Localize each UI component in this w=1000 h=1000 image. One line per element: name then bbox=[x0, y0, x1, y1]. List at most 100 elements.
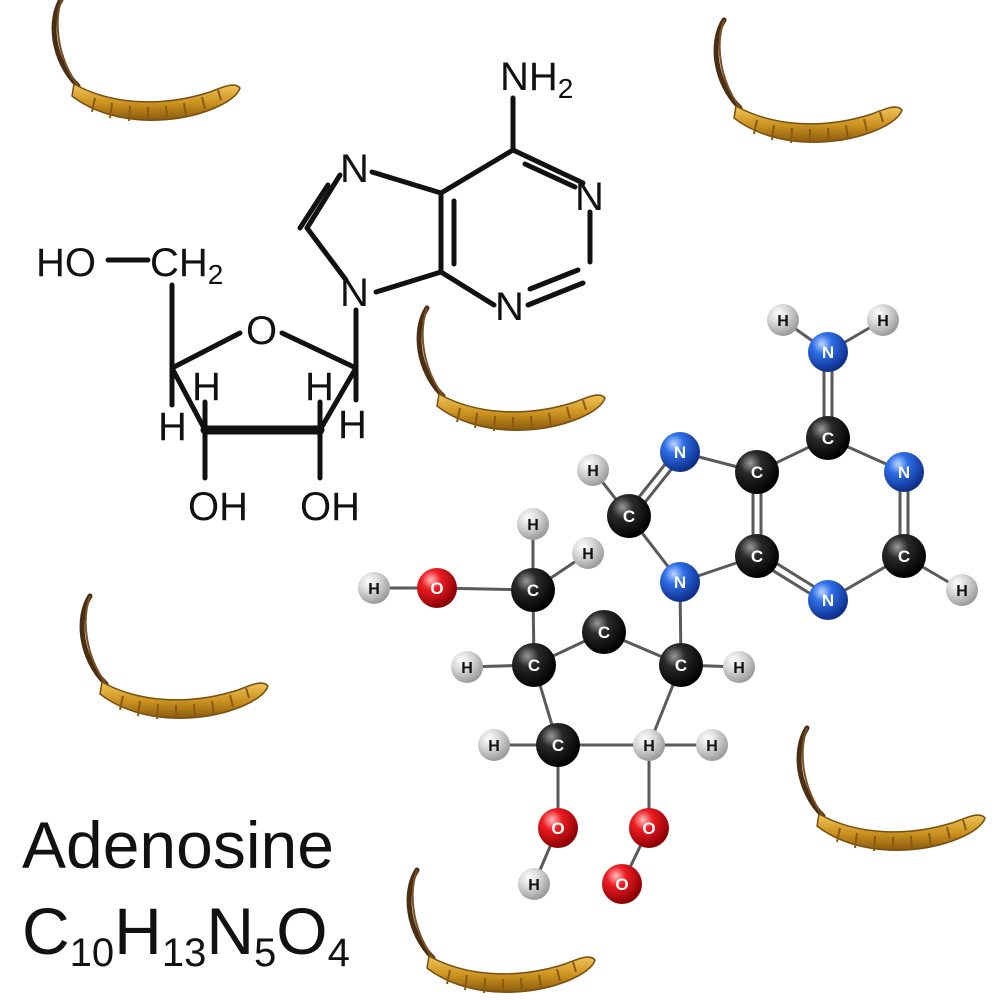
atom-h: H bbox=[358, 572, 390, 604]
atom-h: H bbox=[572, 537, 604, 569]
atom-c: C bbox=[607, 494, 651, 538]
atom-sphere bbox=[478, 729, 510, 761]
formula-subscript: 13 bbox=[161, 931, 207, 975]
atom-n: N bbox=[660, 432, 700, 472]
atom-label: H bbox=[777, 313, 789, 330]
atom-label: C bbox=[527, 581, 539, 600]
cordyceps-decoration bbox=[716, 20, 902, 143]
atom-h: H bbox=[517, 508, 549, 540]
atom-sphere bbox=[808, 580, 848, 620]
oh-label: OH bbox=[188, 485, 248, 529]
atom-label: H bbox=[956, 583, 968, 600]
atom-label: H bbox=[706, 738, 718, 755]
atom-sphere bbox=[808, 332, 848, 372]
atom-h: H bbox=[723, 651, 755, 683]
atom-sphere bbox=[735, 450, 779, 494]
atom-sphere bbox=[882, 534, 926, 578]
atom-n: N bbox=[884, 452, 924, 492]
atom-sphere bbox=[511, 568, 555, 612]
molecular-formula: C10H13N5O4 bbox=[22, 898, 350, 973]
atom-label: O bbox=[642, 819, 655, 838]
atom-h: H bbox=[946, 574, 978, 606]
atom-label: C bbox=[751, 463, 763, 482]
skeletal-formula bbox=[105, 95, 593, 481]
atom-sphere bbox=[607, 494, 651, 538]
atom-label: C bbox=[822, 429, 834, 448]
atom-sphere bbox=[417, 568, 457, 608]
atom-h: H bbox=[451, 651, 483, 683]
skeletal-labels: NH2 N N N N HO CH2 O H H H H OH OH bbox=[36, 55, 604, 529]
atom-label: O bbox=[551, 819, 564, 838]
atom-o: O bbox=[602, 864, 642, 904]
atom-label: C bbox=[898, 547, 910, 566]
atom-h: H bbox=[518, 868, 550, 900]
atom-sphere bbox=[577, 454, 609, 486]
h-label: H bbox=[338, 403, 367, 447]
atom-label: H bbox=[527, 517, 539, 534]
atom-label: C bbox=[528, 656, 540, 675]
atom-o: O bbox=[538, 808, 578, 848]
atom-c: C bbox=[806, 416, 850, 460]
atom-sphere bbox=[659, 643, 703, 687]
n7-label: N bbox=[340, 147, 369, 191]
atom-sphere bbox=[867, 304, 899, 336]
atom-sphere bbox=[660, 432, 700, 472]
formula-subscript: 5 bbox=[254, 931, 277, 975]
atom-h: H bbox=[577, 454, 609, 486]
atom-label: C bbox=[675, 656, 687, 675]
atom-sphere bbox=[884, 452, 924, 492]
cordyceps-decoration bbox=[82, 596, 268, 719]
formula-subscript: 10 bbox=[69, 931, 115, 975]
atom-label: N bbox=[822, 343, 834, 362]
atom-c: C bbox=[735, 450, 779, 494]
atom-label: C bbox=[751, 547, 763, 566]
atom-sphere bbox=[536, 723, 580, 767]
atom-label: H bbox=[368, 581, 380, 598]
atom-c: C bbox=[511, 568, 555, 612]
n3-label: N bbox=[495, 285, 524, 329]
atom-c: C bbox=[659, 643, 703, 687]
atom-sphere bbox=[767, 304, 799, 336]
atom-label: N bbox=[822, 591, 834, 610]
atom-label: C bbox=[598, 623, 610, 642]
atom-sphere bbox=[518, 868, 550, 900]
atom-sphere bbox=[629, 808, 669, 848]
atom-c: C bbox=[512, 643, 556, 687]
atom-label: C bbox=[623, 507, 635, 526]
atom-o: O bbox=[417, 568, 457, 608]
atom-sphere bbox=[572, 537, 604, 569]
atom-label: O bbox=[615, 875, 628, 894]
cordyceps-decoration bbox=[799, 728, 985, 851]
atom-sphere bbox=[660, 562, 700, 602]
atom-sphere bbox=[538, 808, 578, 848]
formula-element: C bbox=[22, 894, 70, 968]
cordyceps-decoration bbox=[409, 870, 595, 993]
atom-c: C bbox=[735, 534, 779, 578]
atom-label: H bbox=[528, 877, 540, 894]
atom-label: H bbox=[488, 738, 500, 755]
atom-sphere bbox=[512, 643, 556, 687]
atom-label: H bbox=[733, 660, 745, 677]
atom-label: H bbox=[461, 660, 473, 677]
atom-o: O bbox=[629, 808, 669, 848]
formula-subscript: 4 bbox=[327, 931, 350, 975]
atom-sphere bbox=[735, 534, 779, 578]
atom-label: N bbox=[674, 573, 686, 592]
atom-label: H bbox=[587, 463, 599, 480]
atom-sphere bbox=[358, 572, 390, 604]
atom-sphere bbox=[602, 864, 642, 904]
atom-h: H bbox=[633, 729, 665, 761]
atom-sphere bbox=[806, 416, 850, 460]
atom-sphere bbox=[946, 574, 978, 606]
ring-oxygen-label: O bbox=[246, 309, 277, 353]
atom-h: H bbox=[478, 729, 510, 761]
atom-sphere bbox=[451, 651, 483, 683]
molecule-name: Adenosine bbox=[22, 808, 334, 882]
atom-label: H bbox=[877, 313, 889, 330]
atom-n: N bbox=[660, 562, 700, 602]
atom-label: H bbox=[643, 738, 655, 755]
atom-label: N bbox=[898, 463, 910, 482]
ho-label: HO bbox=[36, 241, 96, 285]
formula-element: O bbox=[276, 894, 328, 968]
